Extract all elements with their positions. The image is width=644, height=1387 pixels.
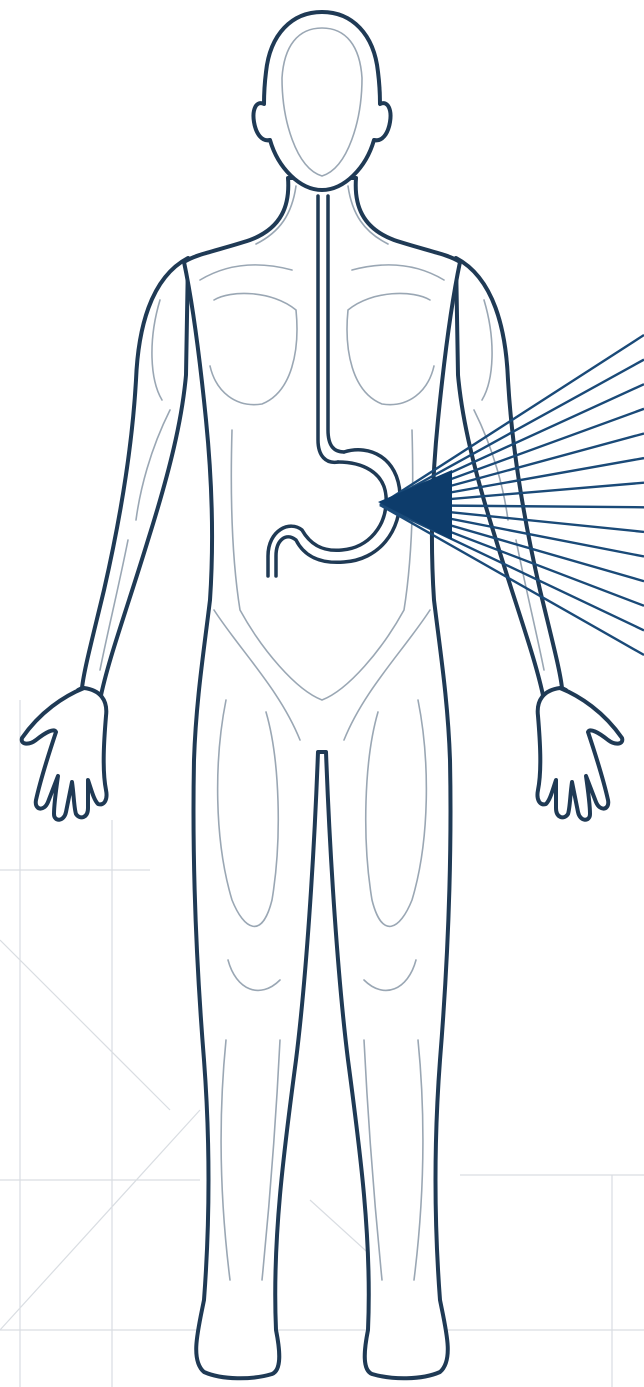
left-hand [537,688,622,820]
head [253,12,390,190]
grid-line [0,940,170,1110]
right-hand [22,688,107,820]
torso [184,178,460,1378]
grid-line [0,1110,200,1330]
right-arm [78,258,188,700]
